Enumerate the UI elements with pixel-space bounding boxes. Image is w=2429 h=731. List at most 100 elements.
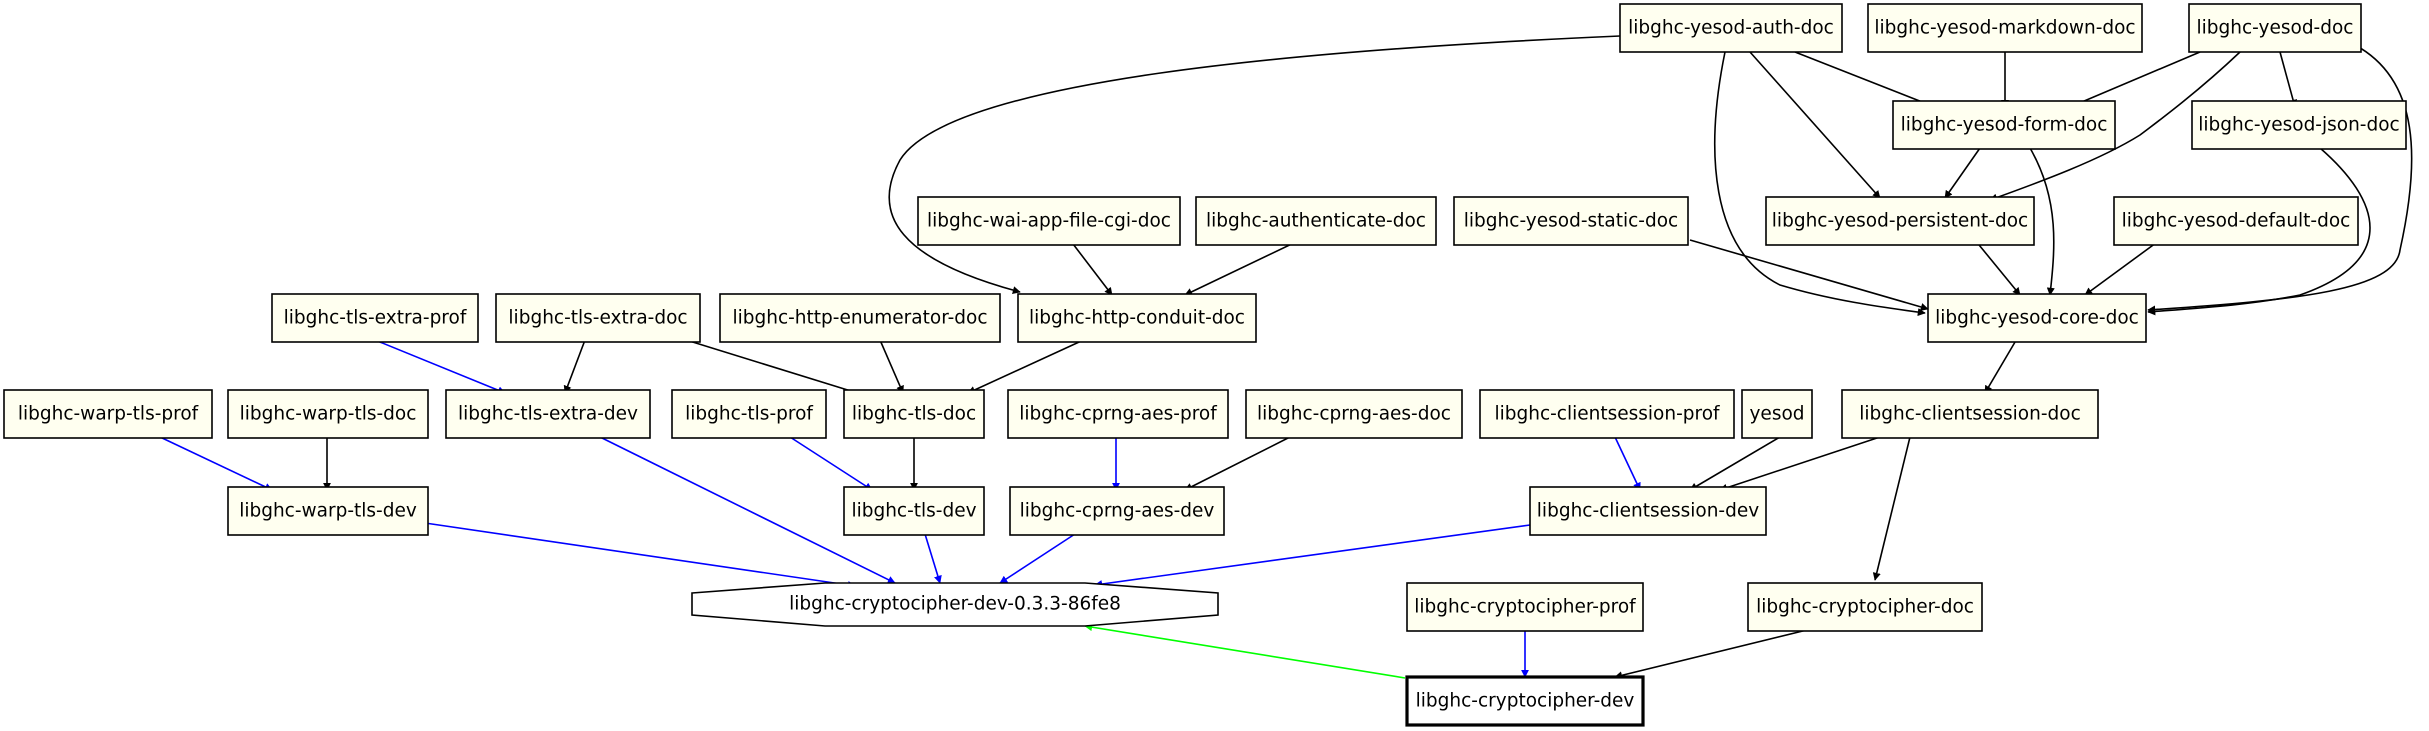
edge-tls-extra-doc-to-tls-extra-dev (563, 339, 586, 394)
node-label: libghc-clientsession-dev (1537, 501, 1759, 522)
node-label: libghc-tls-dev (851, 501, 976, 522)
node-label: libghc-cprng-aes-dev (1020, 501, 1215, 522)
edge-http-conduit-doc-to-tls-doc (967, 336, 1091, 394)
node-cprng-aes-prof[interactable]: libghc-cprng-aes-prof (1007, 389, 1229, 439)
edge-yesod-auth-doc-to-yesod-persistent-doc (1749, 51, 1881, 199)
node-label: libghc-clientsession-prof (1494, 404, 1720, 425)
edge-cryptocipher-doc-to-cryptocipher-dev (1614, 627, 1816, 680)
edge-yesod-doc-to-yesod-json-doc (2279, 51, 2297, 108)
node-tls-extra-dev[interactable]: libghc-tls-extra-dev (445, 389, 651, 439)
edge-tls-prof-to-tls-dev (789, 436, 873, 491)
node-tls-dev[interactable]: libghc-tls-dev (843, 486, 985, 536)
node-label: libghc-yesod-static-doc (1464, 211, 1678, 232)
node-http-conduit-doc[interactable]: libghc-http-conduit-doc (1017, 293, 1257, 343)
node-label: libghc-http-enumerator-doc (732, 308, 987, 329)
edge-wai-app-file-cgi-doc-to-http-conduit-doc (1069, 239, 1113, 296)
node-yesod-doc[interactable]: libghc-yesod-doc (2188, 3, 2362, 53)
node-label: libghc-tls-prof (685, 404, 813, 425)
node-warp-tls-prof[interactable]: libghc-warp-tls-prof (3, 389, 213, 439)
node-label: libghc-wai-app-file-cgi-doc (927, 211, 1171, 232)
node-warp-tls-dev[interactable]: libghc-warp-tls-dev (227, 486, 429, 536)
node-label: libghc-yesod-form-doc (1901, 115, 2108, 136)
edge-http-enumerator-doc-to-tls-doc (879, 339, 904, 394)
node-clientsession-prof[interactable]: libghc-clientsession-prof (1479, 389, 1735, 439)
node-cryptocipher-doc[interactable]: libghc-cryptocipher-doc (1747, 582, 1983, 632)
node-label: libghc-yesod-default-doc (2122, 211, 2351, 232)
node-cprng-aes-dev[interactable]: libghc-cprng-aes-dev (1009, 486, 1225, 536)
edge-yesod-auth-doc-to-http-conduit-doc (888, 35, 1621, 295)
node-label: libghc-warp-tls-doc (240, 404, 417, 425)
node-yesod-form-doc[interactable]: libghc-yesod-form-doc (1892, 100, 2116, 150)
edge-yesod-static-doc-to-yesod-core-doc (1689, 239, 1929, 311)
node-label: libghc-yesod-markdown-doc (1874, 18, 2135, 39)
node-label: libghc-yesod-core-doc (1935, 308, 2139, 329)
node-label: libghc-authenticate-doc (1206, 211, 1426, 232)
edge-yesod-auth-doc-to-yesod-core-doc (1714, 51, 1926, 317)
edge-yesod-persistent-doc-to-yesod-core-doc (1974, 239, 2021, 296)
edge-cryptocipher-dev-to-cryptocipher-versioned (1084, 623, 1406, 679)
node-yesod-static-doc[interactable]: libghc-yesod-static-doc (1453, 196, 1689, 246)
node-tls-prof[interactable]: libghc-tls-prof (671, 389, 827, 439)
node-label: libghc-cryptocipher-prof (1414, 597, 1636, 618)
node-yesod-core-doc[interactable]: libghc-yesod-core-doc (1927, 293, 2147, 343)
node-yesod[interactable]: yesod (1741, 389, 1813, 439)
node-label: libghc-yesod-auth-doc (1628, 18, 1834, 39)
node-label: libghc-tls-extra-dev (458, 404, 638, 425)
edge-yesod-doc-to-yesod-persistent-doc (1989, 51, 2241, 202)
edge-cprng-aes-dev-to-cryptocipher-versioned (999, 533, 1076, 584)
node-label: libghc-tls-extra-doc (508, 308, 687, 329)
node-cprng-aes-doc[interactable]: libghc-cprng-aes-doc (1245, 389, 1463, 439)
node-label: libghc-cryptocipher-dev-0.3.3-86fe8 (789, 594, 1121, 615)
edge-yesod-auth-doc-to-yesod-form-doc (1794, 51, 1936, 109)
node-cryptocipher-prof[interactable]: libghc-cryptocipher-prof (1406, 582, 1644, 632)
node-label: libghc-tls-doc (852, 404, 976, 425)
edge-cprng-aes-doc-to-cprng-aes-dev (1184, 436, 1291, 491)
edge-warp-tls-dev-to-cryptocipher-versioned (424, 522, 856, 589)
edge-yesod-doc-to-yesod-form-doc (2069, 51, 2201, 108)
node-wai-app-file-cgi-doc[interactable]: libghc-wai-app-file-cgi-doc (917, 196, 1181, 246)
node-yesod-persistent-doc[interactable]: libghc-yesod-persistent-doc (1765, 196, 2035, 246)
edge-yesod-default-doc-to-yesod-core-doc (2084, 239, 2161, 296)
edge-tls-extra-prof-to-tls-extra-dev (374, 339, 506, 394)
node-clientsession-dev[interactable]: libghc-clientsession-dev (1529, 486, 1767, 536)
node-label: libghc-clientsession-doc (1859, 404, 2081, 425)
node-label: libghc-cryptocipher-doc (1756, 597, 1974, 618)
node-label: libghc-yesod-json-doc (2198, 115, 2399, 136)
edge-yesod-form-doc-to-yesod-persistent-doc (1944, 147, 1981, 199)
node-authenticate-doc[interactable]: libghc-authenticate-doc (1195, 196, 1437, 246)
edge-yesod-to-clientsession-dev (1689, 436, 1781, 491)
node-yesod-auth-doc[interactable]: libghc-yesod-auth-doc (1619, 3, 1843, 53)
node-yesod-markdown-doc[interactable]: libghc-yesod-markdown-doc (1867, 3, 2143, 53)
node-tls-doc[interactable]: libghc-tls-doc (843, 389, 985, 439)
edge-yesod-core-doc-to-clientsession-doc (1984, 336, 2019, 394)
node-http-enumerator-doc[interactable]: libghc-http-enumerator-doc (719, 293, 1001, 343)
edge-warp-tls-prof-to-warp-tls-dev (159, 436, 273, 491)
node-warp-tls-doc[interactable]: libghc-warp-tls-doc (227, 389, 429, 439)
node-label: libghc-yesod-doc (2197, 18, 2354, 39)
node-label: libghc-cprng-aes-doc (1257, 404, 1451, 425)
node-cryptocipher-versioned[interactable]: libghc-cryptocipher-dev-0.3.3-86fe8 (691, 582, 1219, 627)
node-label: libghc-cprng-aes-prof (1019, 404, 1217, 425)
node-label: yesod (1749, 404, 1804, 425)
edge-clientsession-dev-to-cryptocipher-versioned (1094, 524, 1531, 588)
edge-yesod-json-doc-to-yesod-core-doc (2147, 147, 2371, 316)
node-tls-extra-prof[interactable]: libghc-tls-extra-prof (271, 293, 479, 343)
node-label: libghc-http-conduit-doc (1029, 308, 1245, 329)
node-label: libghc-tls-extra-prof (284, 308, 467, 329)
edge-tls-extra-doc-to-tls-doc (669, 334, 868, 398)
node-label: libghc-cryptocipher-dev (1416, 691, 1635, 712)
node-clientsession-doc[interactable]: libghc-clientsession-doc (1841, 389, 2099, 439)
node-tls-extra-doc[interactable]: libghc-tls-extra-doc (495, 293, 701, 343)
node-label: libghc-warp-tls-dev (239, 501, 417, 522)
node-label: libghc-yesod-persistent-doc (1772, 211, 2028, 232)
node-yesod-default-doc[interactable]: libghc-yesod-default-doc (2113, 196, 2359, 246)
edge-clientsession-prof-to-clientsession-dev (1614, 436, 1641, 491)
edge-clientsession-doc-to-cryptocipher-doc (1872, 436, 1911, 581)
node-yesod-json-doc[interactable]: libghc-yesod-json-doc (2191, 100, 2407, 150)
node-cryptocipher-dev[interactable]: libghc-cryptocipher-dev (1405, 675, 1645, 727)
edge-authenticate-doc-to-http-conduit-doc (1184, 239, 1301, 296)
edge-yesod-doc-to-yesod-core-doc (2147, 44, 2413, 314)
node-label: libghc-warp-tls-prof (18, 404, 199, 425)
edge-yesod-form-doc-to-yesod-core-doc (2029, 147, 2055, 296)
